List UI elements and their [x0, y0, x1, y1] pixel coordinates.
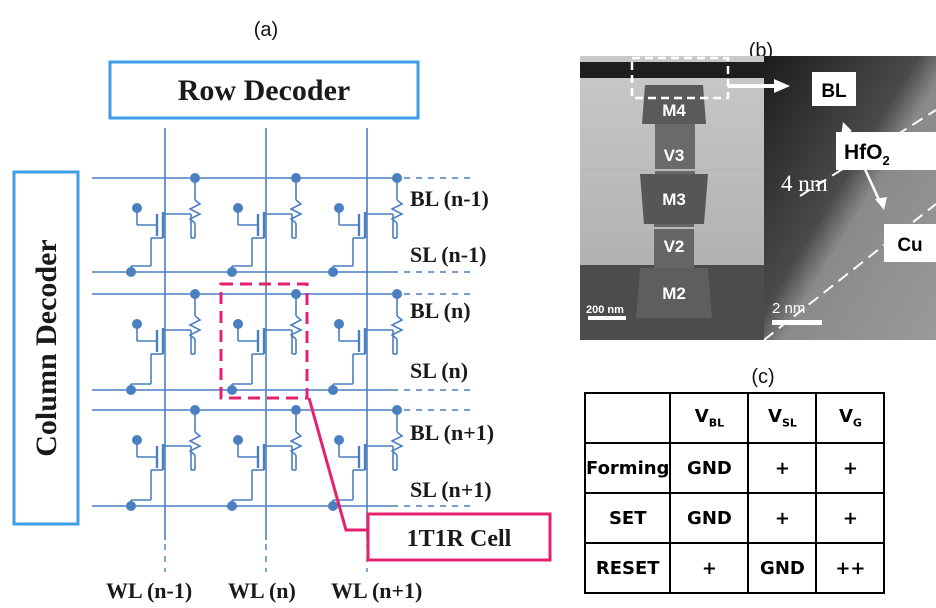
cell-value: ++ — [815, 542, 886, 594]
row-name: SET — [583, 492, 672, 544]
table-row: RESET + GND ++ — [583, 542, 886, 594]
sl-node — [328, 267, 338, 277]
bl-label-n-1: BL (n-1) — [410, 186, 489, 211]
sl-node — [126, 385, 136, 395]
cell-value: + — [747, 492, 818, 544]
callout-leader-line — [307, 397, 396, 532]
column-decoder-box — [12, 170, 80, 526]
tem-layer-m2: M2 — [662, 284, 686, 303]
table-corner-cell — [583, 392, 672, 444]
cell-value: GND — [669, 442, 750, 494]
tem-hrtem-zoom — [728, 56, 936, 341]
callout-label: 1T1R Cell — [407, 526, 512, 552]
tem-layer-m3: M3 — [662, 190, 686, 209]
callout-box — [366, 512, 552, 562]
tem-layer-v2: V2 — [664, 237, 685, 256]
sl-label-n: SL (n) — [410, 358, 468, 383]
table-row: SET GND + + — [583, 492, 886, 544]
tem-layer-m4: M4 — [662, 101, 686, 120]
tem-cu-label: Cu — [897, 235, 922, 256]
row-name: RESET — [583, 542, 672, 594]
cell-value: GND — [747, 542, 818, 594]
tem-cross-section — [580, 56, 764, 340]
cell-value: + — [815, 492, 886, 544]
table-row: Forming GND + + — [583, 442, 886, 494]
bl-label-n: BL (n) — [410, 298, 471, 323]
row-decoder-label: Row Decoder — [178, 74, 350, 107]
row-decoder-box — [108, 60, 420, 120]
header-vg: VG — [815, 392, 886, 444]
sl-node — [227, 385, 237, 395]
panel-label-a: (a) — [254, 19, 278, 41]
crossbar-array — [92, 128, 470, 572]
tem-bl-label: BL — [821, 81, 847, 102]
sl-node — [328, 501, 338, 511]
cell-value: GND — [669, 492, 750, 544]
sl-node — [126, 267, 136, 277]
tem-layer-v3: V3 — [664, 146, 685, 165]
highlighted-cell-box — [219, 282, 309, 400]
sl-node — [126, 501, 136, 511]
header-vbl: VBL — [669, 392, 750, 444]
sl-label-n-1: SL (n-1) — [410, 242, 486, 267]
cell-value: + — [669, 542, 750, 594]
wl-label-n+1: WL (n+1) — [331, 578, 422, 603]
tem-right-scale-label: 2 nm — [772, 300, 805, 317]
wl-label-n-1: WL (n-1) — [106, 578, 192, 603]
sl-node — [227, 267, 237, 277]
tem-thickness-label: 4 nm — [781, 171, 828, 196]
sl-node — [328, 385, 338, 395]
bl-label-n+1: BL (n+1) — [410, 420, 494, 445]
sl-label-n+1: SL (n+1) — [410, 477, 492, 502]
row-name: Forming — [583, 442, 672, 494]
panel-label-c: (c) — [751, 366, 774, 388]
cell-value: + — [815, 442, 886, 494]
tem-oxide-label: HfO2 — [844, 141, 890, 168]
column-decoder-label: Column Decoder — [30, 239, 63, 456]
sl-node — [227, 501, 237, 511]
operation-voltage-table: VBL VSL VG Forming GND + + SET GND + + R… — [583, 392, 886, 594]
header-vsl: VSL — [747, 392, 818, 444]
table-header-row: VBL VSL VG — [583, 392, 886, 444]
cell-value: + — [747, 442, 818, 494]
wl-label-n: WL (n) — [228, 578, 296, 603]
tem-left-scale-label: 200 nm — [586, 304, 624, 316]
